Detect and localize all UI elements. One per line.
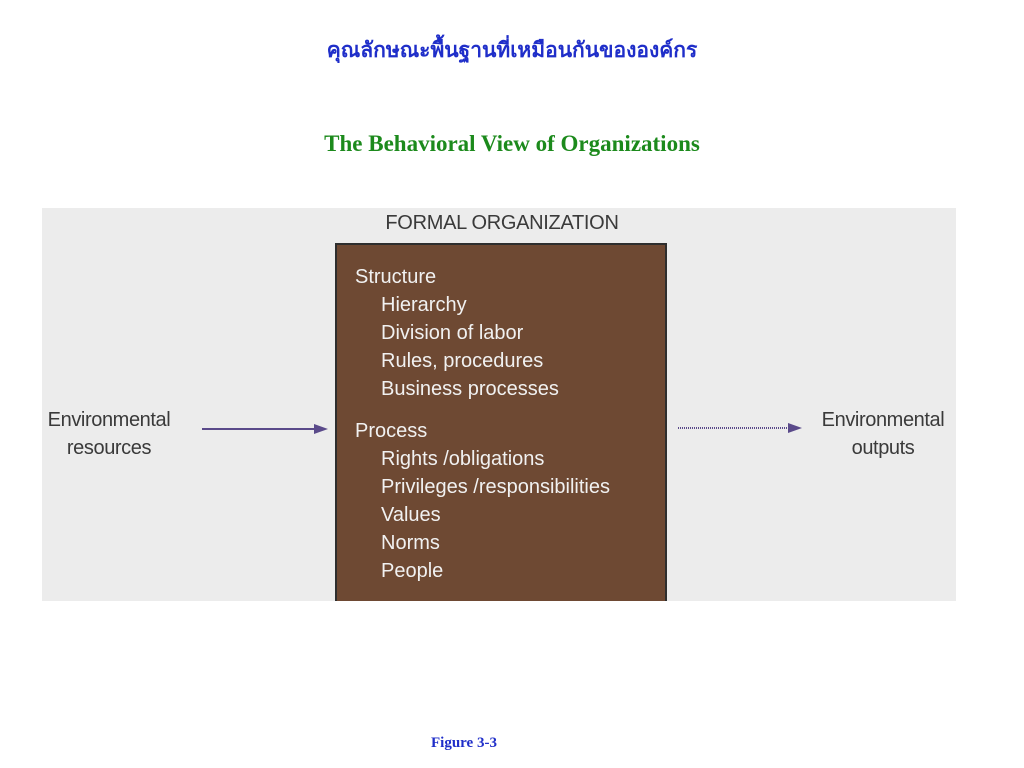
process-item-rights-obligations: Rights /obligations (381, 448, 545, 470)
page-title-thai: คุณลักษณะพื้นฐานที่เหมือนกันขององค์กร (326, 37, 698, 62)
figure-caption: Figure 3-3 (431, 735, 497, 751)
process-label: Process (355, 420, 428, 442)
structure-item-rules-procedures: Rules, procedures (381, 350, 544, 372)
environmental-outputs-line1: Environmental (821, 409, 945, 431)
process-item-values: Values (381, 504, 441, 526)
process-item-people: People (381, 560, 444, 582)
formal-organization-title: FORMAL ORGANIZATION (385, 212, 619, 234)
structure-item-business-processes: Business processes (381, 378, 559, 400)
output-arrow (678, 423, 802, 433)
structure-item-division-of-labor: Division of labor (381, 322, 524, 344)
page-subtitle: The Behavioral View of Organizations (324, 131, 700, 156)
environmental-resources-line1: Environmental (47, 409, 171, 431)
environmental-outputs-line2: outputs (851, 437, 915, 459)
formal-organization-box: Structure Hierarchy Division of labor Ru… (335, 243, 667, 601)
input-arrow (202, 424, 328, 434)
environmental-resources-line2: resources (66, 437, 152, 459)
environmental-outputs-label: Environmental outputs (808, 406, 956, 462)
process-item-privileges-responsibilities: Privileges /responsibilities (381, 476, 610, 498)
flow-arrows (202, 423, 802, 434)
structure-label: Structure (355, 266, 437, 288)
environmental-resources-label: Environmental resources (42, 406, 184, 462)
process-item-norms: Norms (381, 532, 440, 554)
structure-item-hierarchy: Hierarchy (381, 294, 467, 316)
behavioral-view-diagram: FORMAL ORGANIZATION Structure Hierarchy … (42, 208, 956, 601)
